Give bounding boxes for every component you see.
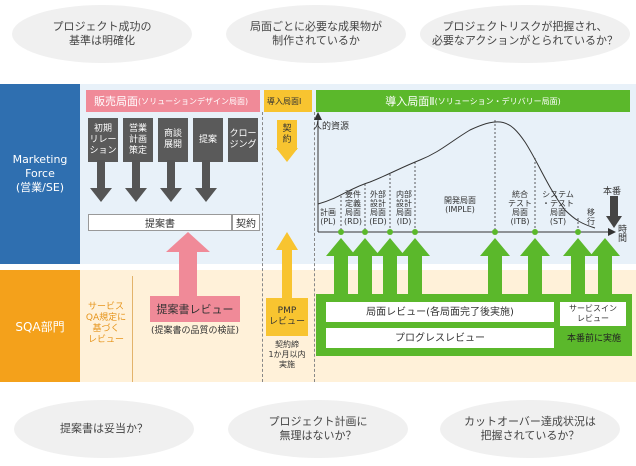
milestone-dot-6 — [532, 229, 538, 235]
proposal-review-arrow — [166, 232, 210, 296]
stage-migration: 移 行 — [587, 208, 595, 226]
intro1-phase-header: 導入局面Ⅰ — [264, 90, 312, 112]
bottom-bubble-3: カットオーバー達成状況は 把握されているか？ — [440, 400, 620, 458]
down-arrow-3 — [160, 160, 182, 202]
cutover-label: 本番 — [603, 187, 622, 197]
stage-external-design: 外部 設計 局面 (ED) — [369, 190, 387, 226]
milestone-dot-3 — [387, 229, 393, 235]
down-arrow-1 — [90, 160, 112, 202]
time-axis-label: 時 間 — [618, 225, 628, 244]
sales-step-negotiation: 商談 展開 — [158, 118, 188, 162]
pmp-review-note: 契約締 1か月以内 実施 — [268, 340, 306, 369]
milestone-dot-4 — [412, 229, 418, 235]
pmp-review-box: PMP レビュー — [266, 298, 308, 336]
up-arrow-8 — [590, 238, 620, 296]
axis-arrow-x — [608, 228, 616, 236]
before-cutover-label: 本番前に実施 — [566, 334, 621, 344]
milestone-dot-1 — [338, 229, 344, 235]
sales-step-proposal: 提案 — [193, 118, 223, 162]
sales-step-sales-plan: 営業 計画 策定 — [123, 118, 153, 162]
question-bubble-2: 局面ごとに必要な成果物が 制作されているか — [226, 5, 406, 63]
up-arrow-2 — [350, 238, 380, 296]
proposal-review-note: (提案書の品質の検証) — [150, 326, 240, 336]
up-arrow-7 — [563, 238, 593, 296]
contract-intro-box: 契 約 — [277, 120, 297, 150]
milestone-dot-7 — [575, 229, 581, 235]
sales-phase-title: 販売局面 — [94, 95, 138, 108]
intro2-phase-header: 導入局面Ⅱ(ソリューション・デリバリー局面) — [316, 90, 630, 112]
bottom-bubble-1: 提案書は妥当か？ — [14, 400, 194, 458]
phase-divider-2 — [314, 112, 315, 382]
up-arrow-6 — [520, 238, 550, 296]
sales-phase-header: 販売局面(ソリューションデザイン局面) — [86, 90, 260, 112]
stage-development: 開発局面 (IMPLE) — [444, 196, 476, 214]
sqa-label: SQA部門 — [0, 270, 80, 382]
up-arrow-5 — [480, 238, 510, 296]
contract-arrow — [276, 148, 298, 162]
bottom-bubble-2: プロジェクト計画に 無理はないか？ — [228, 400, 408, 458]
up-arrow-1 — [326, 238, 356, 296]
service-qa-note: サービス QA規定に 基づく レビュー — [85, 302, 127, 345]
intro1-phase-title: 導入局面Ⅰ — [267, 96, 302, 106]
stage-system-test: システム ・テスト 局面 (ST) — [542, 190, 574, 226]
phase-divider-1 — [262, 112, 263, 382]
sales-step-closing: クロー ジング — [228, 118, 258, 162]
down-arrow-4 — [195, 160, 217, 202]
proposal-document-box: 提案書 — [88, 214, 232, 231]
pmp-arrow — [276, 232, 298, 298]
stage-integration-test: 統合 テスト 局面 (ITB) — [508, 190, 532, 226]
up-arrow-4 — [400, 238, 430, 296]
proposal-review-box: 提案書レビュー — [150, 296, 240, 322]
question-bubble-3: プロジェクトリスクが把握され、 必要なアクションがとられているか？ — [420, 5, 630, 63]
resource-axis-label: 人的資源 — [313, 122, 350, 132]
intro2-phase-subtitle: (ソリューション・デリバリー局面) — [434, 96, 561, 106]
sales-step-initial-relation: 初期 リレー ション — [88, 118, 118, 162]
sales-phase-subtitle: (ソリューションデザイン局面) — [138, 96, 249, 106]
sales-arrows — [90, 160, 217, 202]
resource-chart — [314, 112, 616, 236]
axis-arrow-y — [314, 112, 322, 120]
stage-planning: 計画 (PL) — [320, 208, 336, 226]
stage-requirements: 要件 定義 局面 (RD) — [344, 190, 362, 226]
cutover-arrow — [606, 196, 622, 228]
phase-review-arrows — [326, 238, 620, 296]
marketing-force-label: Marketing Force (営業/SE) — [0, 84, 80, 264]
contract-box: 契約 — [232, 214, 260, 231]
phase-review-box: 局面レビュー(各局面完了後実施) — [326, 302, 554, 322]
up-arrow-3 — [375, 238, 405, 296]
milestone-dot-5 — [492, 229, 498, 235]
intro2-phase-title: 導入局面Ⅱ — [385, 95, 435, 108]
down-arrow-2 — [125, 160, 147, 202]
resource-curve — [317, 121, 596, 229]
milestone-dot-2 — [362, 229, 368, 235]
sqa-divider — [132, 276, 133, 382]
progress-review-box: プログレスレビュー — [326, 328, 554, 348]
question-bubble-1: プロジェクト成功の 基準は明確化 — [12, 5, 192, 63]
service-in-review-box: サービスイン レビュー — [560, 302, 626, 326]
stage-internal-design: 内部 設計 局面 (ID) — [396, 190, 412, 226]
